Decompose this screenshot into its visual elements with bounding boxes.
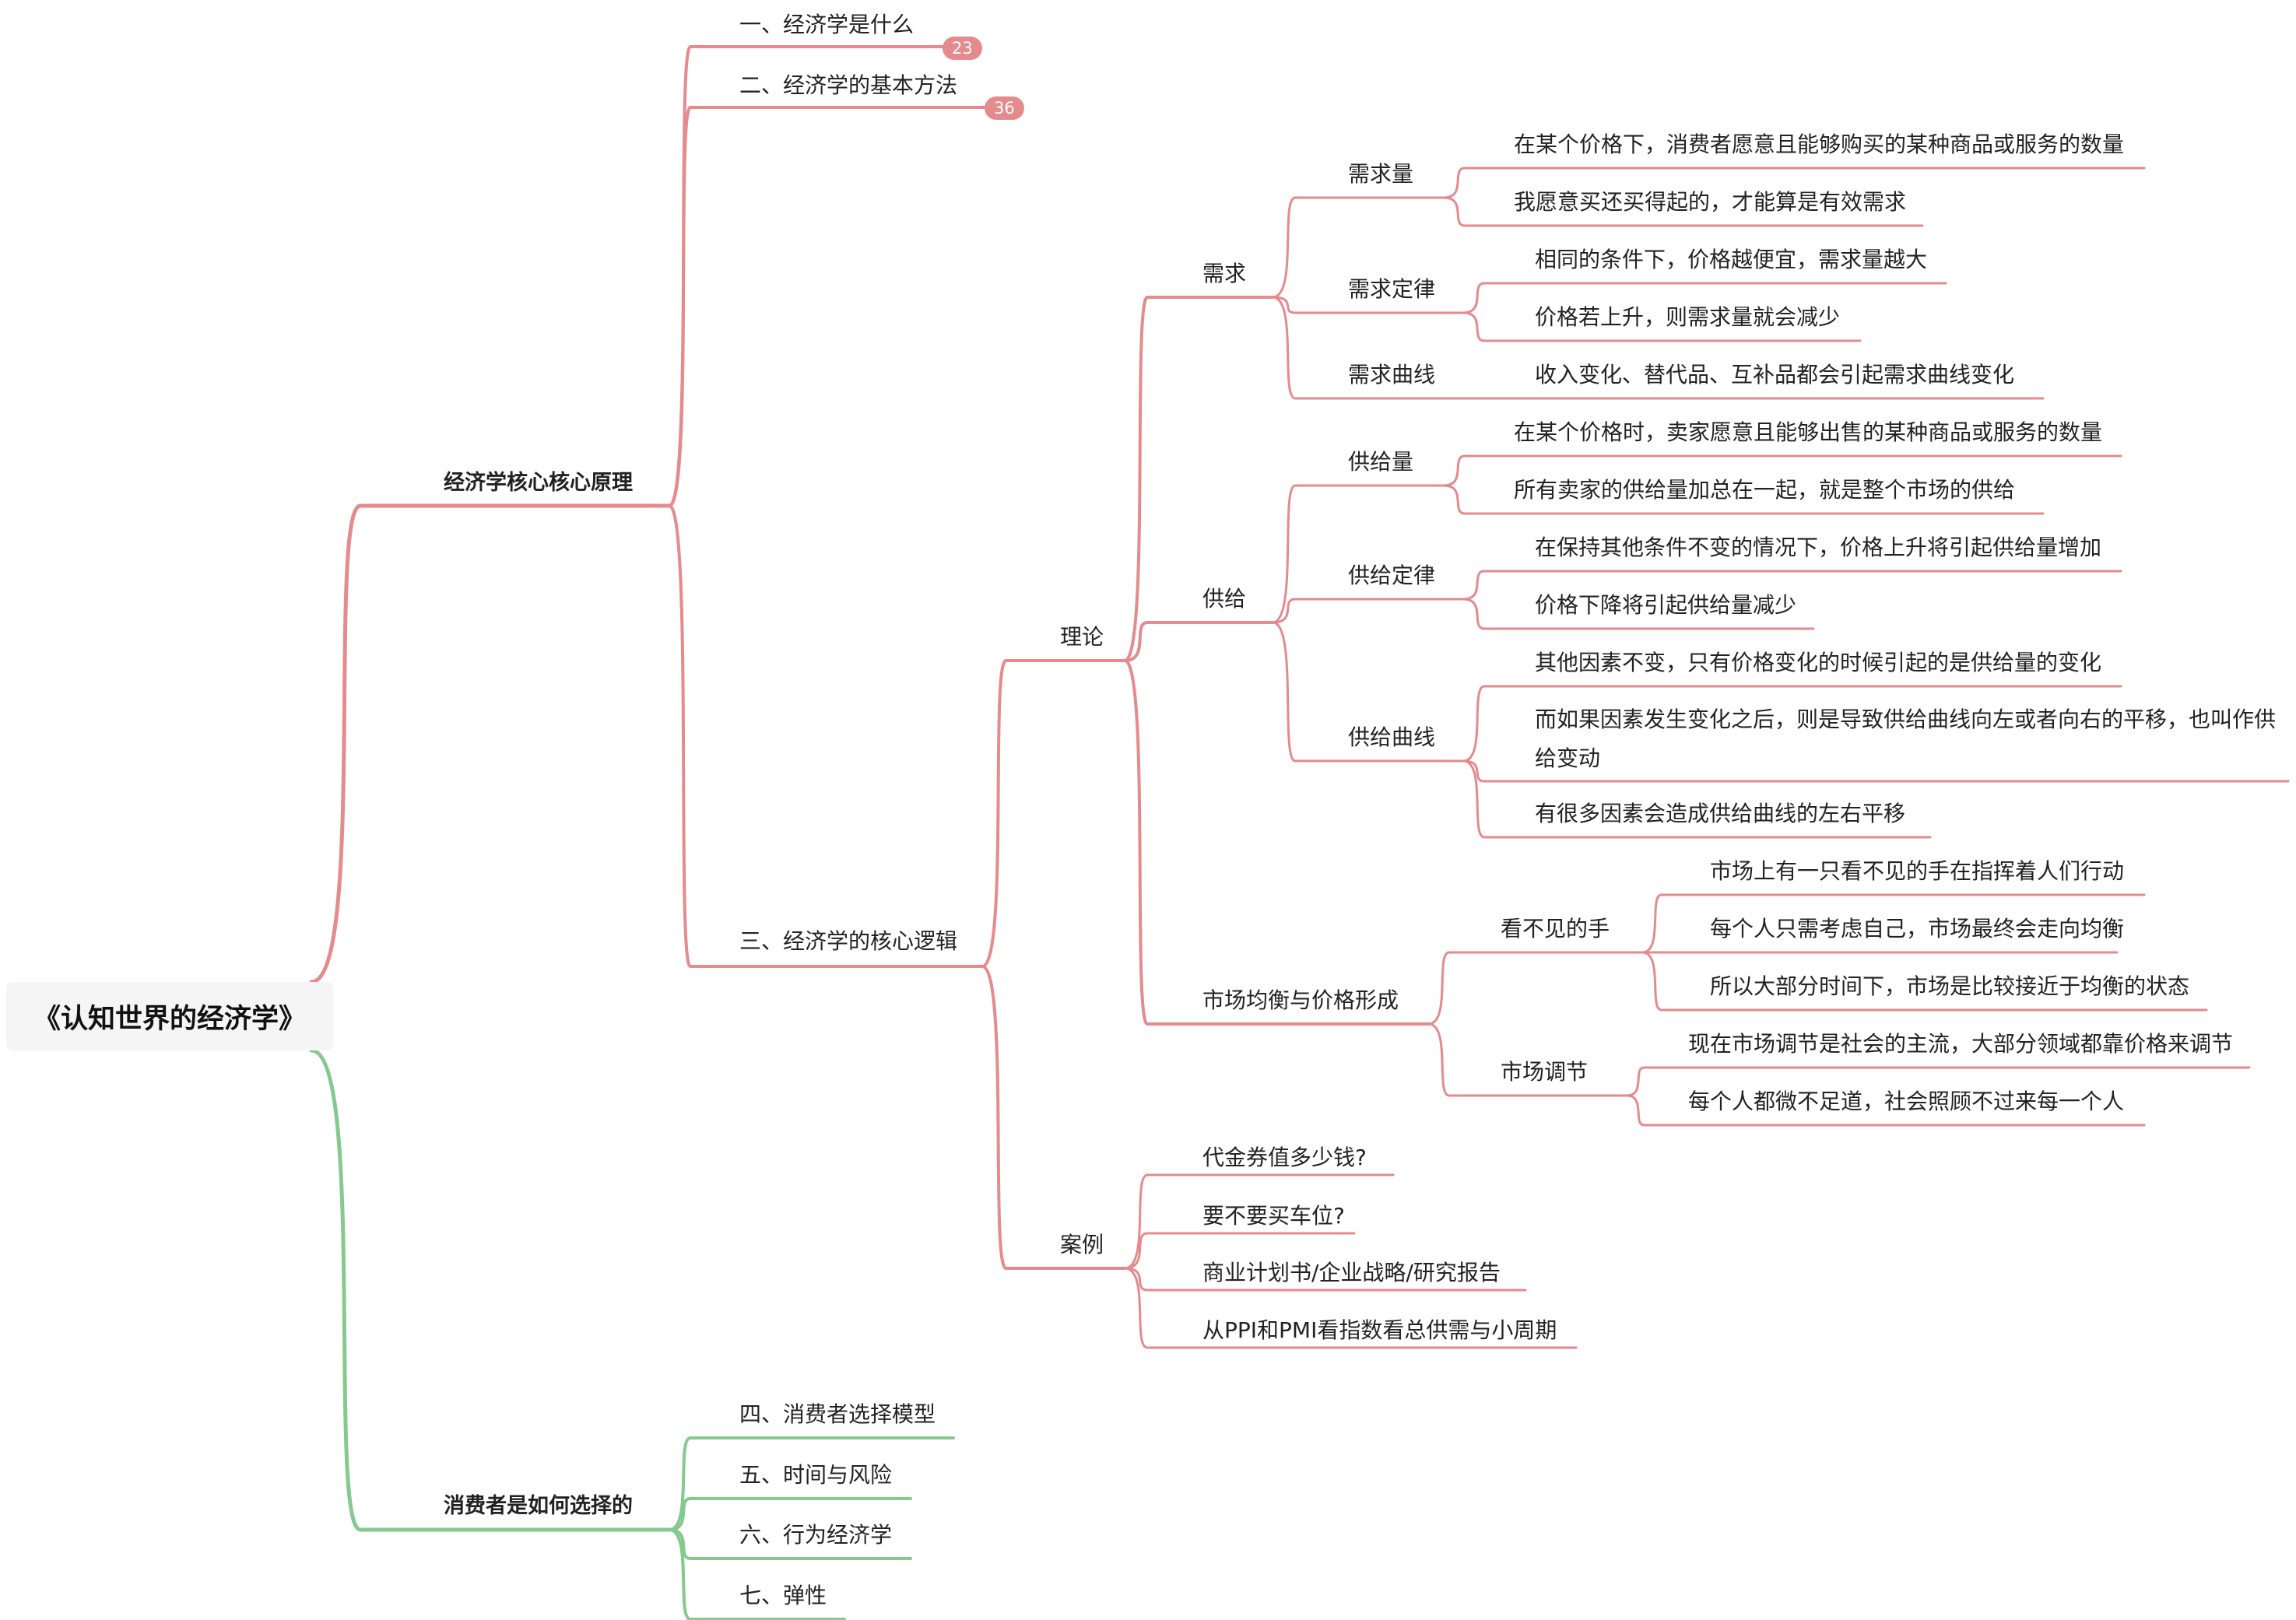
connector-curve [1462,759,1511,783]
connector-curve [1462,759,1511,839]
node-consumer-choice[interactable]: 消费者是如何选择的 [444,1494,633,1518]
node-case-4[interactable]: 从PPI和PMI看指数看总供需与小周期 [1202,1317,1557,1343]
leaf-node[interactable]: 在某个价格下，消费者愿意且能够购买的某种商品或服务的数量 [1514,131,2125,157]
node-case-2[interactable]: 要不要买车位? [1202,1203,1345,1229]
leaf-node[interactable]: 而如果因素发生变化之后，则是导致供给曲线向左或者向右的平移，也叫作供给变动 [1535,707,2277,771]
leaf-node[interactable]: 其他因素不变，只有价格变化的时候引起的是供给量的变化 [1535,650,2102,675]
connector-curve [1442,196,1492,227]
connector-curve [1442,167,1492,199]
node-market-regulation[interactable]: 市场调节 [1501,1059,1589,1085]
node-quantity-supplied[interactable]: 供给量 [1348,449,1414,475]
connector-curve [1123,1173,1177,1270]
node-theory[interactable]: 理论 [1060,624,1104,650]
connector-curve [668,106,718,507]
node-cases[interactable]: 案例 [1060,1232,1104,1257]
connector-curve [981,659,1037,968]
leaf-node[interactable]: 在保持其他条件不变的情况下，价格上升将引起供给量增加 [1535,535,2102,560]
node-chapter-6[interactable]: 六、行为经济学 [739,1522,893,1548]
leaf-node[interactable]: 所有卖家的供给量加总在一起，就是整个市场的供给 [1514,477,2016,503]
leaf-node[interactable]: 所以大部分时间下，市场是比较接近于均衡的状态 [1710,973,2190,999]
leaf-node[interactable]: 相同的条件下，价格越便宜，需求量越大 [1535,247,1928,272]
collapsed-count-badge[interactable]: 36 [985,96,1024,120]
node-core-principles[interactable]: 经济学核心核心原理 [444,471,633,495]
connector-curve [1271,484,1325,624]
connector-curve [668,1528,718,1620]
connector-curve [1427,1022,1476,1097]
leaf-node[interactable]: 现在市场调节是社会的主流，大部分领域都靠价格来调节 [1688,1031,2234,1057]
connector-curve [1271,598,1325,624]
node-case-1[interactable]: 代金券值多少钱? [1202,1145,1367,1170]
connector-curve [1123,1232,1177,1270]
connector-curve [981,965,1037,1270]
leaf-node[interactable]: 价格若上升，则需求量就会减少 [1535,304,1841,330]
connector-curve [1442,484,1492,515]
leaf-node[interactable]: 有很多因素会造成供给曲线的左右平移 [1535,801,1906,826]
connector-curve [1462,311,1511,342]
connector-curve [309,503,423,984]
connector-curve [1462,570,1511,601]
collapsed-count-badge[interactable]: 23 [943,37,982,60]
leaf-node[interactable]: 收入变化、替代品、互补品都会引起需求曲线变化 [1535,362,2015,387]
node-chapter-4[interactable]: 四、消费者选择模型 [739,1401,936,1427]
connector-curve [1123,1267,1177,1292]
connector-curve [668,504,718,968]
node-quantity-demanded[interactable]: 需求量 [1348,161,1414,187]
node-invisible-hand[interactable]: 看不见的手 [1501,916,1610,941]
connector-curve [1641,893,1687,954]
node-market-equilibrium[interactable]: 市场均衡与价格形成 [1202,987,1399,1013]
leaf-node[interactable]: 每个人都微不足道，社会照顾不过来每一个人 [1688,1089,2125,1114]
connector-curve [668,1497,718,1531]
connector-curve [1271,196,1325,299]
connector-curve [1625,1094,1667,1127]
root-node[interactable]: 《认知世界的经济学》 [6,982,333,1050]
connector-curve [1123,621,1177,662]
connector-curve [1641,951,1687,1012]
node-demand-curve[interactable]: 需求曲线 [1348,362,1436,387]
node-chapter-1[interactable]: 一、经济学是什么 [739,12,915,37]
leaf-node[interactable]: 价格下降将引起供给量减少 [1535,592,1797,618]
connector-curve [1271,621,1325,763]
connector-curve [1462,282,1511,314]
connector-curve [1123,1267,1177,1349]
connector-curve [1123,659,1177,1026]
connector-curve [1427,951,1476,1026]
leaf-node[interactable]: 市场上有一只看不见的手在指挥着人们行动 [1710,858,2125,884]
node-supply[interactable]: 供给 [1202,586,1247,612]
node-chapter-3[interactable]: 三、经济学的核心逻辑 [739,928,958,954]
connector-curve [1462,598,1511,630]
connector-curve [668,1436,718,1531]
node-law-of-supply[interactable]: 供给定律 [1348,563,1436,588]
node-chapter-2[interactable]: 二、经济学的基本方法 [739,72,958,98]
connector-curve [1625,1066,1667,1097]
connector-curve [668,45,718,507]
connector-curve [1462,685,1511,763]
connector-curve [309,1048,423,1532]
leaf-node[interactable]: 我愿意买还买得起的，才能算是有效需求 [1514,189,1907,215]
node-case-3[interactable]: 商业计划书/企业战略/研究报告 [1202,1260,1501,1285]
connector-curve [1271,296,1325,314]
connector-curve [1442,454,1492,487]
node-law-of-demand[interactable]: 需求定律 [1348,276,1436,302]
leaf-node[interactable]: 每个人只需考虑自己，市场最终会走向均衡 [1710,916,2125,941]
leaf-node[interactable]: 在某个价格时，卖家愿意且能够出售的某种商品或服务的数量 [1514,419,2103,445]
connector-curve [1271,296,1325,400]
node-demand[interactable]: 需求 [1202,261,1247,286]
node-supply-curve[interactable]: 供给曲线 [1348,724,1436,750]
node-chapter-5[interactable]: 五、时间与风险 [739,1462,893,1488]
node-chapter-7[interactable]: 七、弹性 [739,1583,827,1608]
connector-curve [1123,296,1177,662]
